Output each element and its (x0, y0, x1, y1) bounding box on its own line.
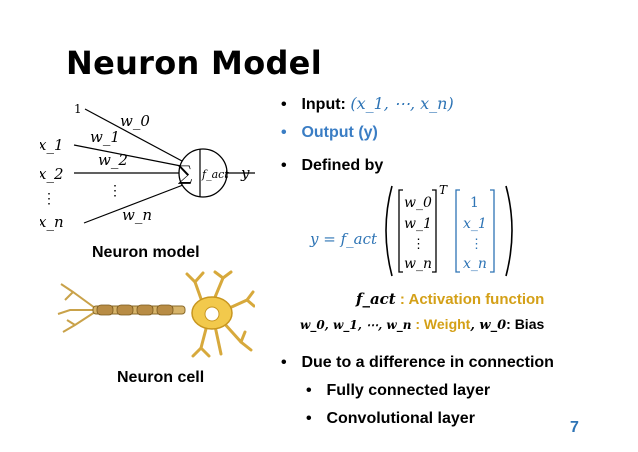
activation-legend-symbol: f_act (356, 290, 396, 308)
bullet-input: Input: (x_1, ⋯, x_n) (281, 94, 454, 114)
weight-wn: w_n (122, 206, 152, 224)
sum-symbol: ∑ (178, 161, 193, 185)
input-dots: ⋮ (42, 191, 56, 207)
bullet-defined-by: Defined by (281, 157, 383, 175)
output-label: Output (y) (301, 124, 378, 141)
input-line-1 (84, 108, 183, 162)
weight-w1: w_1 (90, 128, 120, 146)
input-line-2 (73, 144, 182, 167)
axon-terminals (57, 283, 96, 333)
bullet-difference: Due to a difference in connection (281, 354, 554, 372)
weight-dots: ⋮ (108, 183, 122, 199)
neuron-model-diagram: 1 ∑ f_act y x_1 x_2 ⋮ x_n w_0 w_1 w_2 ⋮ … (40, 102, 255, 231)
nucleus (204, 306, 220, 322)
weight-vector-w0: w_0 (404, 195, 432, 211)
left-paren (385, 185, 393, 277)
sub-item-fully-connected: Fully connected layer (326, 382, 491, 399)
equation-lhs: y = f_act (309, 230, 378, 248)
sub-item-convolutional: Convolutional layer (326, 410, 475, 427)
weight-vector-right-bracket (432, 189, 437, 273)
weight-w0: w_0 (120, 112, 150, 130)
input-line-4 (83, 184, 184, 224)
weight-vector-dots: ⋮ (412, 237, 425, 252)
right-paren (505, 185, 513, 277)
weight-vector-wn: w_n (404, 256, 432, 272)
activation-legend: f_act : Activation function (356, 290, 544, 308)
input-label: Input: (301, 96, 351, 113)
sub-bullet-fully-connected: Fully connected layer (306, 382, 490, 400)
page-title: Neuron Model (66, 44, 322, 82)
input-x2: x_2 (40, 165, 64, 183)
input-one-label: 1 (74, 102, 82, 116)
input-vector-dots: ⋮ (470, 237, 483, 252)
input-vector-left-bracket (455, 189, 460, 273)
sub-bullet-convolutional: Convolutional layer (306, 410, 475, 428)
neuron-model-caption: Neuron model (92, 244, 200, 261)
neuron-cell-image (57, 270, 255, 358)
defined-by-label: Defined by (301, 157, 384, 174)
weight-vector-w1: w_1 (404, 216, 432, 232)
output-label: y (240, 164, 250, 182)
bullet-output: Output (y) (281, 124, 378, 142)
input-vector-xn: x_n (463, 256, 487, 272)
input-vector-right-bracket (490, 189, 495, 273)
neuron-cell-caption: Neuron cell (117, 369, 205, 386)
activation-legend-text: : Activation function (399, 291, 545, 308)
weight-legend-text: : Weight (415, 316, 471, 332)
activation-equation: y = f_act w_0 w_1 ⋮ w_n T 1 x_1 ⋮ x_n (309, 183, 513, 277)
weight-vector-left-bracket (398, 189, 403, 273)
difference-label: Due to a difference in connection (301, 354, 554, 371)
input-xn: x_n (40, 213, 64, 231)
transpose-symbol: T (439, 183, 448, 197)
input-x1: x_1 (40, 136, 64, 154)
activation-label: f_act (201, 168, 229, 181)
input-vector-x1: x_1 (463, 216, 487, 232)
page-number: 7 (570, 419, 579, 436)
input-math: (x_1, ⋯, x_n) (350, 94, 454, 113)
weight-w2: w_2 (98, 151, 128, 169)
weight-legend-symbols: w_0, w_1, ⋯, w_n (300, 318, 412, 332)
myelin-sheath (96, 304, 174, 316)
bias-legend-text: : Bias (506, 316, 545, 332)
input-vector-one: 1 (470, 195, 479, 211)
bias-legend-symbol: , w_0 (470, 318, 507, 333)
weight-legend: w_0, w_1, ⋯, w_n : Weight, w_0: Bias (300, 316, 544, 333)
